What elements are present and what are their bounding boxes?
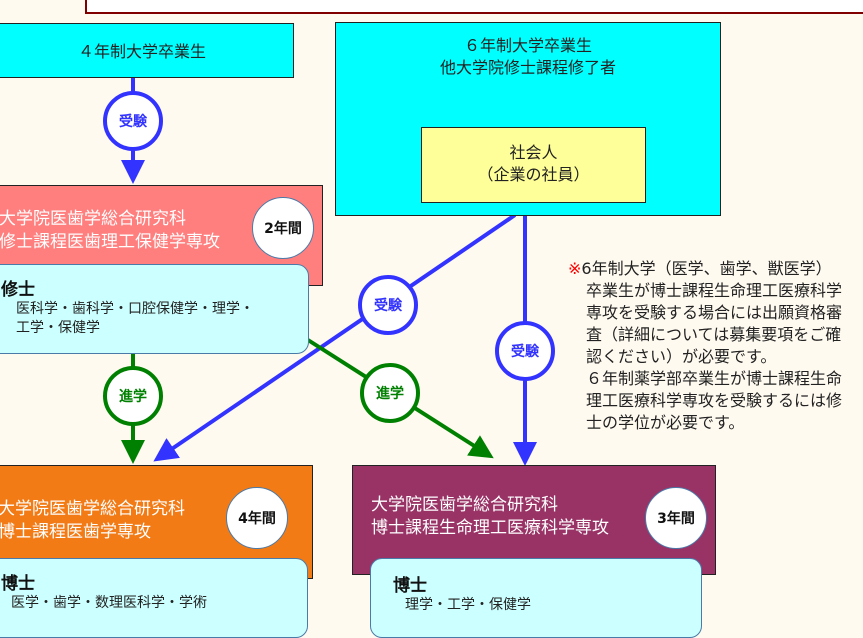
exam-label: 受験 xyxy=(511,344,539,360)
note-line: 理工医療科学専攻を受験するには修 xyxy=(586,391,843,410)
note-line: ６年制薬学部卒業生が博士課程生命 xyxy=(586,369,843,388)
exam-label: 受験 xyxy=(374,298,402,314)
working-sub-label: （企業の社員） xyxy=(477,165,590,184)
note-line: 専攻を受験する場合には出願資格審 xyxy=(586,303,843,322)
program-md-phd-course: 博士課程医歯学専攻 xyxy=(0,522,151,542)
note-line: 6年制大学（医学、歯学、獣医学） xyxy=(581,259,832,278)
advance-label: 進学 xyxy=(119,389,147,405)
degree-masters: 修士 xyxy=(1,280,35,300)
program-life-phd-school: 大学院医歯学総合研究科 xyxy=(371,495,558,515)
program-life-phd-course: 博士課程生命理工医療科学専攻 xyxy=(371,518,609,538)
program-masters-course: 修士課程医歯理工保健学専攻 xyxy=(0,232,220,252)
eligibility-note: ※6年制大学（医学、歯学、獣医学） 卒業生が博士課程生命理工医療科学 専攻を受験… xyxy=(568,258,863,434)
source-other-masters-label: 他大学院修士課程修了者 xyxy=(439,58,616,77)
md-phd-subjects: 医学・歯学・数理医科学・学術 xyxy=(11,595,207,611)
note-line: 認ください）が必要です。 xyxy=(586,347,777,366)
life-phd-degree-box: 博士 理学・工学・保健学 xyxy=(370,558,702,638)
source-working-adults: 社会人 （企業の社員） xyxy=(421,127,646,203)
note-line: 士の学位が必要です。 xyxy=(586,413,745,432)
exam-circle-3: 受験 xyxy=(495,321,555,381)
degree-life-phd: 博士 xyxy=(393,576,427,596)
note-mark: ※ xyxy=(568,259,582,278)
masters-degree-box: 修士 医科学・歯科学・口腔保健学・理学・ 工学・保健学 xyxy=(0,264,309,354)
note-line: 卒業生が博士課程生命理工医療科学 xyxy=(586,281,843,300)
duration-4yr-label: 4年間 xyxy=(238,511,276,527)
life-phd-subjects: 理学・工学・保健学 xyxy=(405,597,531,613)
arrow-6yr-to-md-phd xyxy=(153,213,517,462)
exam-circle-1: 受験 xyxy=(103,91,163,151)
working-label: 社会人 xyxy=(509,143,558,162)
duration-2yr-label: 2年間 xyxy=(264,221,302,237)
duration-badge-4yr: 4年間 xyxy=(226,487,288,549)
masters-subjects-1: 医科学・歯科学・口腔保健学・理学・ xyxy=(16,301,254,317)
masters-subjects-2: 工学・保健学 xyxy=(16,320,100,336)
source-4yr-graduates: ４年制大学卒業生 xyxy=(0,23,294,78)
note-line: 査（詳細については募集要項をご確 xyxy=(586,325,842,344)
title-banner xyxy=(85,0,863,14)
program-md-phd-school: 大学院医歯学総合研究科 xyxy=(0,499,185,519)
degree-md-phd: 博士 xyxy=(1,574,35,594)
exam-circle-2: 受験 xyxy=(358,275,418,335)
advance-circle-1: 進学 xyxy=(103,366,163,426)
duration-badge-3yr: 3年間 xyxy=(645,487,707,549)
exam-label: 受験 xyxy=(119,114,147,130)
source-6yr-label: ６年制大学卒業生 xyxy=(463,36,592,55)
advance-circle-2: 進学 xyxy=(360,363,420,423)
duration-3yr-label: 3年間 xyxy=(657,511,695,527)
program-masters-school: 大学院医歯学総合研究科 xyxy=(0,209,186,229)
advance-label: 進学 xyxy=(376,386,404,402)
md-phd-degree-box: 博士 医学・歯学・数理医科学・学術 xyxy=(0,558,308,638)
duration-badge-2yr: 2年間 xyxy=(252,197,314,259)
source-4yr-label: ４年制大学卒業生 xyxy=(77,42,206,61)
